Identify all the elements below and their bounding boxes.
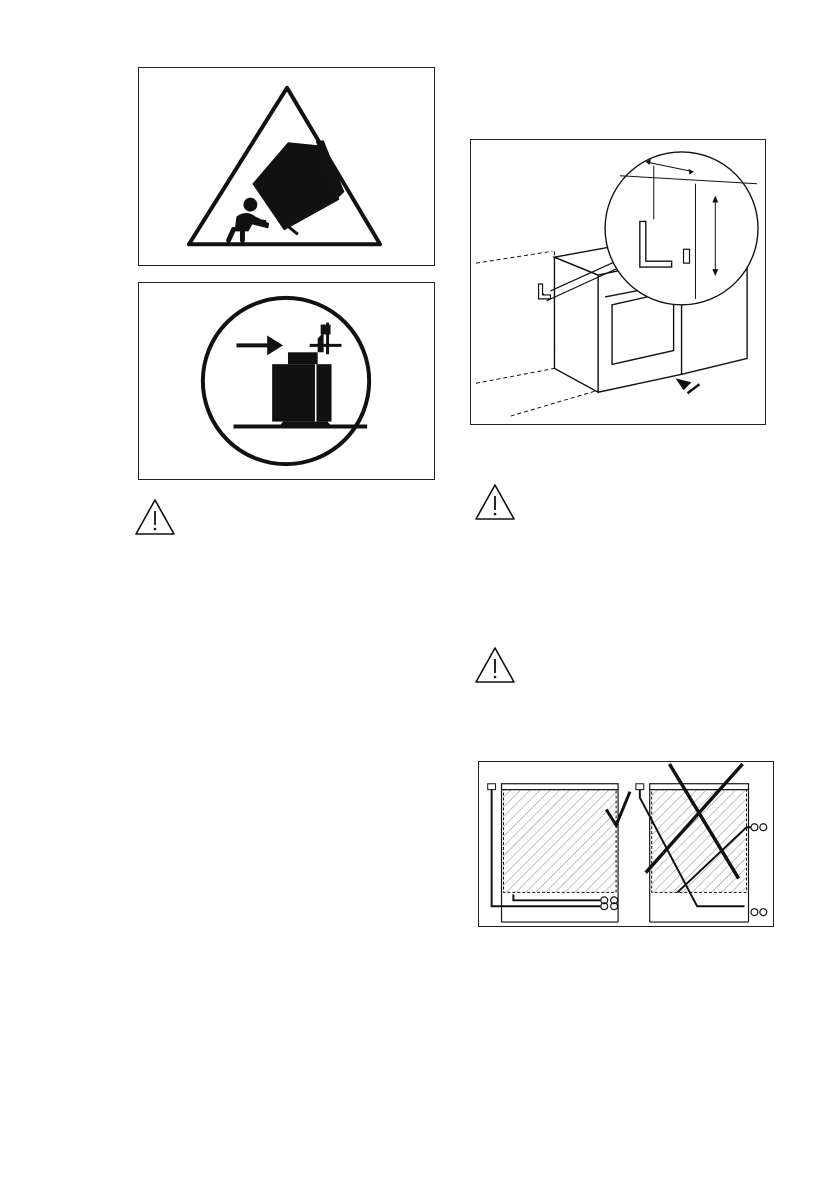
- cable-routing-drawing: [479, 762, 773, 926]
- tip-over-warning-figure: [138, 67, 435, 266]
- arrow-icon: [676, 378, 700, 393]
- correct-installation: [488, 784, 618, 922]
- detail-magnifier: [605, 152, 758, 305]
- cable-routing-figure: [478, 761, 774, 927]
- bracket-installation-drawing: [471, 140, 765, 424]
- bracket-installation-figure: [470, 139, 766, 425]
- appliance-icon: [234, 352, 368, 426]
- incorrect-installation: [636, 784, 767, 922]
- push-arrow-icon: [237, 335, 284, 355]
- warning-triangle-icon: [473, 645, 517, 685]
- bracket-icon: [310, 323, 342, 355]
- anti-tilt-pictogram-figure: [138, 282, 435, 480]
- warning-triangle-icon: [133, 497, 177, 537]
- anti-tilt-pictogram: [139, 283, 434, 479]
- tip-over-warning-sign: [139, 68, 434, 265]
- child-icon: [229, 198, 270, 241]
- warning-triangle-icon: [473, 482, 517, 522]
